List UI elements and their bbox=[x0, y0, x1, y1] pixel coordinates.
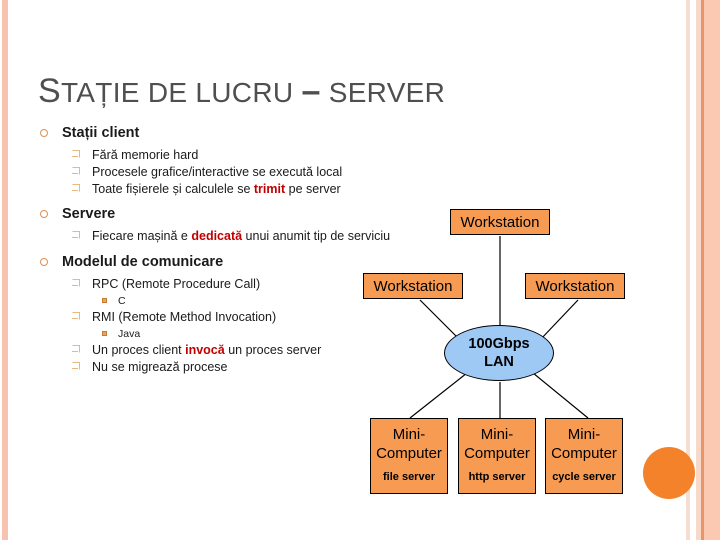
emphasis-invoca: invocă bbox=[185, 343, 225, 357]
slide-title: STAȚIE DE LUCRU – SERVER bbox=[38, 72, 445, 111]
text-part: pe server bbox=[285, 182, 341, 196]
node-label-line2: Computer bbox=[551, 445, 617, 462]
node-label-line1: Mini- bbox=[567, 426, 601, 443]
right-accent-stripe-4 bbox=[704, 0, 720, 540]
bullet-fara-memorie-hard: Fără memorie hard bbox=[36, 147, 466, 164]
title-tail: SERVER bbox=[320, 77, 446, 108]
square-bracket-bullet-icon bbox=[71, 345, 80, 353]
bullet-label: C bbox=[118, 295, 126, 307]
square-dot-bullet-icon bbox=[102, 298, 107, 303]
bullet-label: RMI (Remote Method Invocation) bbox=[92, 310, 277, 324]
node-workstation-left[interactable]: Workstation bbox=[363, 273, 463, 299]
bullet-label: Modelul de comunicare bbox=[62, 254, 224, 270]
right-accent-stripe-1 bbox=[686, 0, 690, 540]
node-label: Workstation bbox=[460, 213, 540, 231]
circle-bullet-icon bbox=[40, 129, 48, 137]
node-role-label: http server bbox=[468, 471, 526, 483]
bullet-label: Un proces client invocă un proces server bbox=[92, 342, 466, 359]
title-text: TAȚIE DE LUCRU bbox=[60, 77, 302, 108]
bullet-label: Stații client bbox=[62, 125, 140, 141]
outline-body: Stații client Fără memorie hard Procesel… bbox=[36, 125, 466, 376]
node-workstation-right[interactable]: Workstation bbox=[525, 273, 625, 299]
bullet-label: Procesele grafice/interactive se execută… bbox=[92, 165, 343, 179]
node-label-line2: Computer bbox=[464, 445, 530, 462]
bullet-procese-grafice: Procesele grafice/interactive se execută… bbox=[36, 164, 466, 181]
bullet-fiecare-masina: Fiecare mașină e dedicată unui anumit ti… bbox=[36, 228, 466, 245]
text-part: Un proces client bbox=[92, 343, 186, 357]
node-workstation-top[interactable]: Workstation bbox=[450, 209, 550, 235]
diagram-connector-lines bbox=[409, 236, 589, 419]
square-bracket-bullet-icon bbox=[71, 312, 80, 320]
emphasis-trimit: trimit bbox=[253, 182, 286, 196]
bullet-toate-fisierele: Toate fișierele și calculele se trimit p… bbox=[36, 181, 466, 198]
square-bracket-bullet-icon bbox=[71, 150, 80, 158]
node-lan-ellipse[interactable]: 100Gbps LAN bbox=[444, 325, 554, 381]
node-label-line2: Computer bbox=[376, 445, 442, 462]
circle-bullet-icon bbox=[40, 258, 48, 266]
emphasis-dedicata: dedicată bbox=[191, 229, 243, 243]
lan-type-label: LAN bbox=[484, 354, 514, 370]
text-part: un proces server bbox=[224, 343, 322, 357]
bullet-label: Nu se migrează procese bbox=[92, 360, 228, 374]
bullet-rpc: RPC (Remote Procedure Call) bbox=[36, 276, 466, 293]
node-label-line1: Mini- bbox=[480, 426, 514, 443]
node-role-label: file server bbox=[383, 471, 435, 483]
bullet-servere: Servere bbox=[36, 206, 466, 225]
node-role-label: cycle server bbox=[552, 471, 616, 483]
node-mini-computer-cycle-server[interactable]: Mini- Computer cycle server bbox=[545, 418, 623, 494]
bullet-rmi: RMI (Remote Method Invocation) bbox=[36, 309, 466, 326]
text-part: Fiecare mașină e bbox=[92, 229, 192, 243]
bullet-statii-client: Stații client bbox=[36, 125, 466, 144]
text-part: Toate fișierele și calculele se bbox=[92, 182, 254, 196]
square-bracket-bullet-icon bbox=[71, 184, 80, 192]
square-bracket-bullet-icon bbox=[71, 231, 80, 239]
bullet-label: RPC (Remote Procedure Call) bbox=[92, 277, 261, 291]
node-mini-computer-file-server[interactable]: Mini- Computer file server bbox=[370, 418, 448, 494]
title-initial-cap: S bbox=[38, 72, 61, 110]
bullet-c: C bbox=[36, 293, 466, 309]
right-accent-stripe-3 bbox=[701, 0, 704, 540]
network-diagram: Workstation Workstation Workstation 100G… bbox=[350, 200, 650, 505]
square-bracket-bullet-icon bbox=[71, 167, 80, 175]
circle-bullet-icon bbox=[40, 210, 48, 218]
square-dot-bullet-icon bbox=[102, 331, 107, 336]
bullet-nu-se-migreaza: Nu se migrează procese bbox=[36, 359, 466, 376]
bullet-label: Fără memorie hard bbox=[92, 148, 199, 162]
node-label: Workstation bbox=[535, 277, 615, 295]
node-label: Workstation bbox=[373, 277, 453, 295]
square-bracket-bullet-icon bbox=[71, 362, 80, 370]
node-mini-computer-http-server[interactable]: Mini- Computer http server bbox=[458, 418, 536, 494]
bullet-modelul-de-comunicare: Modelul de comunicare bbox=[36, 254, 466, 273]
decorative-circle bbox=[643, 447, 695, 499]
node-label-line1: Mini- bbox=[392, 426, 426, 443]
title-dash: – bbox=[301, 72, 321, 110]
text-part: unui anumit tip de serviciu bbox=[242, 229, 391, 243]
bullet-label: Toate fișierele și calculele se trimit p… bbox=[92, 181, 466, 198]
left-accent-stripe bbox=[2, 0, 8, 540]
lan-speed-label: 100Gbps bbox=[468, 336, 530, 352]
bullet-label: Java bbox=[118, 328, 141, 340]
bullet-un-proces-client: Un proces client invocă un proces server bbox=[36, 342, 466, 359]
right-accent-stripe-2 bbox=[696, 0, 701, 540]
bullet-label: Fiecare mașină e dedicată unui anumit ti… bbox=[92, 228, 466, 245]
square-bracket-bullet-icon bbox=[71, 279, 80, 287]
bullet-label: Servere bbox=[62, 206, 116, 222]
bullet-java: Java bbox=[36, 326, 466, 342]
